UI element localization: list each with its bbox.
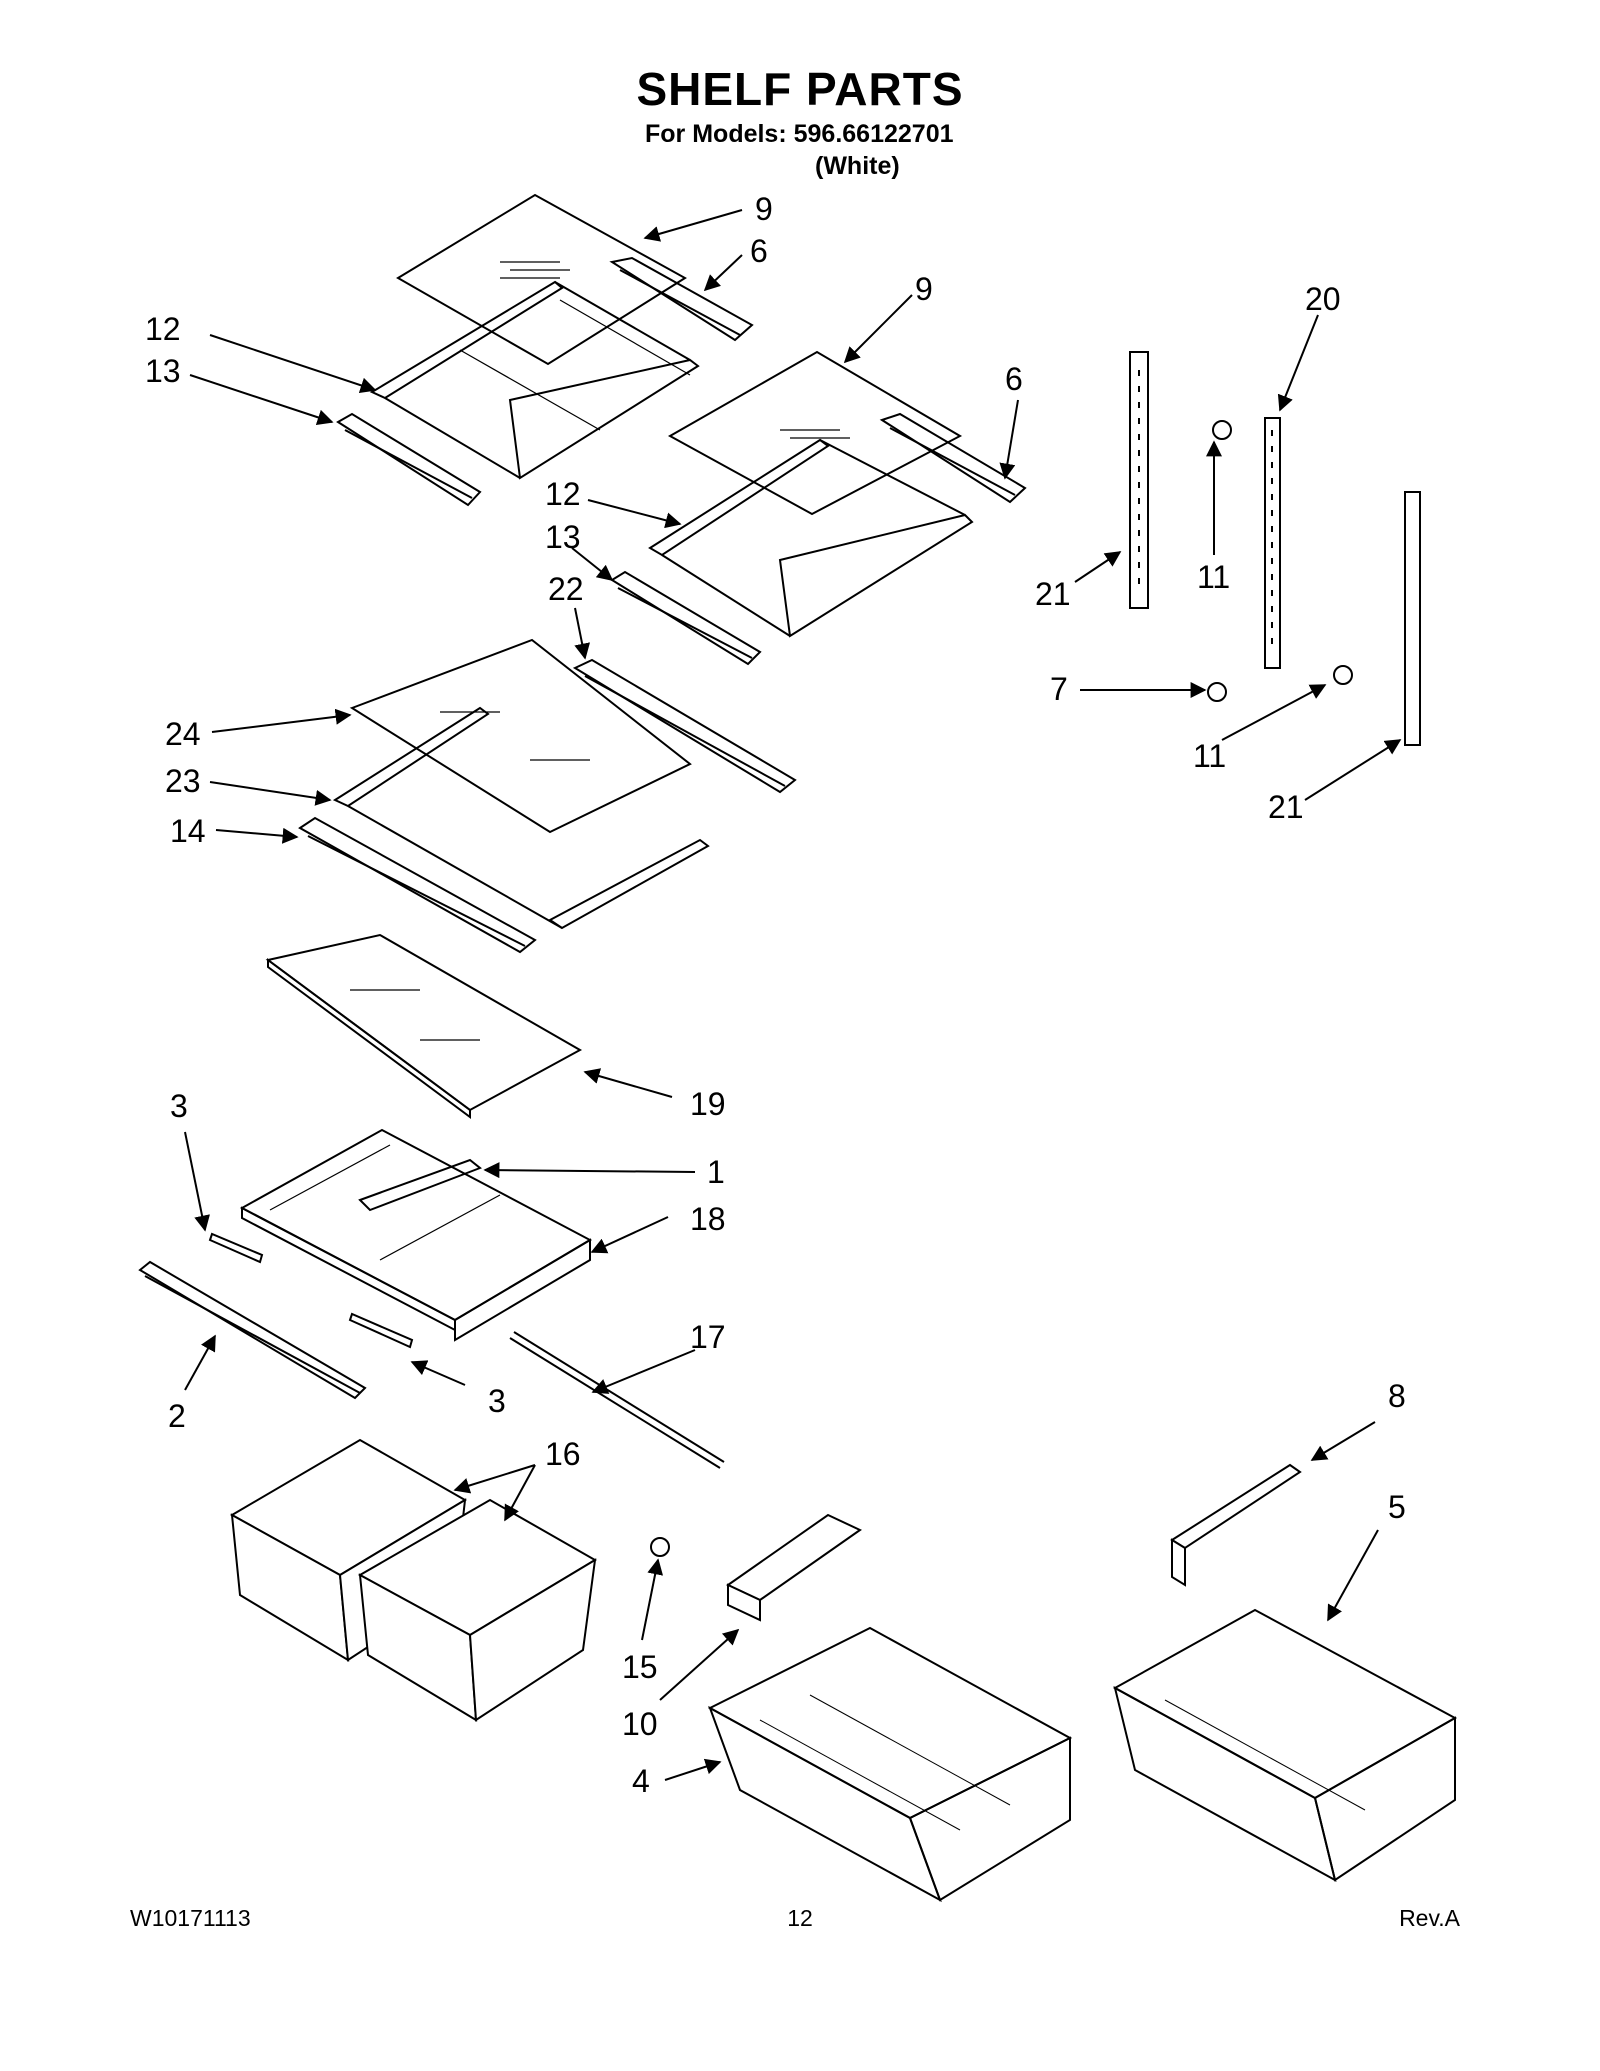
color-line: (White) [815,152,900,180]
bracket-3-right [348,1312,414,1349]
wire-basket-5 [1112,1608,1458,1882]
page-title: SHELF PARTS [636,63,964,115]
callout-label: 7 [1050,671,1068,707]
callout-label: 6 [1005,361,1023,397]
crisper-bin-16-right [357,1498,597,1722]
callout-label: 2 [168,1398,186,1434]
bracket-3-left [208,1232,264,1264]
basket-divider-8 [1170,1463,1302,1587]
shelf-rail-21-left [1129,351,1149,609]
shelf-frame-23 [332,706,710,930]
doc-number: W10171113 [130,1905,251,1931]
callout-label: 12 [545,476,581,512]
callout-label: 6 [750,233,768,269]
screw-7 [1207,682,1227,702]
shelf-frame-12-right [648,438,974,638]
models-line: For Models: 596.66122701 [645,120,954,148]
glass-shelf-24 [349,638,692,834]
callout-labels: 9 6 12 13 9 6 12 13 22 24 23 14 19 1 3 1… [145,191,1406,1799]
crisper-frame-18 [239,1128,593,1342]
models-label: For Models: 596.66122701 (White) [645,118,954,182]
shelf-frame-12-top [369,280,700,480]
callout-label: 15 [622,1649,658,1685]
callout-label: 3 [170,1088,188,1124]
shelf-trim-6-right [879,412,1027,504]
callout-label: 10 [622,1706,658,1742]
callout-label: 14 [170,813,206,849]
callout-label: 11 [1197,559,1230,595]
page-number: 12 [787,1905,813,1931]
callout-label: 24 [165,716,201,752]
callout-label: 21 [1268,789,1304,825]
callout-label: 5 [1388,1489,1406,1525]
callout-label: 8 [1388,1378,1406,1414]
glass-shelf-9-top [396,193,687,366]
shelf-rail-21-right [1404,491,1421,746]
shelf-trim-22 [572,658,797,794]
callout-label: 1 [707,1154,725,1190]
callout-label: 22 [548,571,584,607]
rod-17 [509,1331,725,1469]
shelf-trim-13-top [336,412,482,507]
callout-label: 18 [690,1201,726,1237]
callout-label: 13 [545,519,581,555]
screw-15 [650,1537,670,1557]
crisper-cover-glass-19 [265,933,583,1119]
callout-label: 20 [1305,281,1341,317]
callout-label: 17 [690,1319,726,1355]
callout-label: 11 [1193,738,1226,774]
callout-label: 4 [632,1763,650,1799]
slide-rail-1 [358,1158,482,1212]
crisper-trim-2 [138,1260,367,1400]
callout-label: 21 [1035,576,1071,612]
wire-basket-4 [707,1626,1073,1903]
callout-label: 9 [915,271,933,307]
callout-label: 9 [755,191,773,227]
shelf-rail-20 [1264,417,1281,669]
leader-lines [184,209,1402,1781]
shelf-trim-13-right [610,570,762,666]
callout-label: 13 [145,353,181,389]
callout-label: 12 [145,311,181,347]
basket-divider-10 [726,1513,862,1622]
callout-label: 19 [690,1086,726,1122]
revision-label: Rev.A [1399,1905,1460,1931]
callout-label: 3 [488,1383,506,1419]
screw-11-top [1212,420,1232,440]
screw-11-bottom [1333,665,1353,685]
callout-label: 23 [165,763,201,799]
shelf-trim-14 [298,816,537,954]
callout-label: 16 [545,1436,581,1472]
shelf-trim-6-top [609,256,754,342]
